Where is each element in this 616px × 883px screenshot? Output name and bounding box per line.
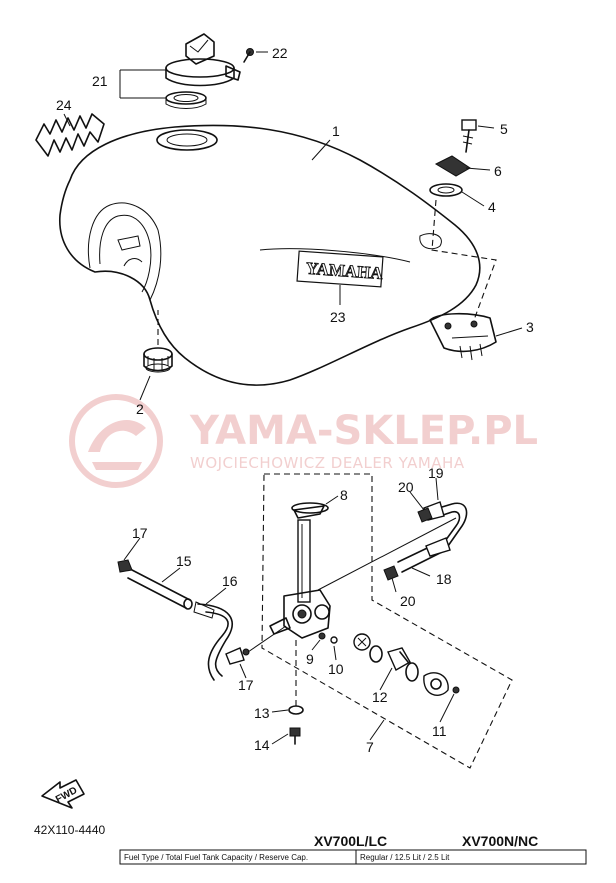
- callout-numbers: 1 2 3 4 5 6 7 8 9 10 11 12 13 14 15 16 1…: [56, 45, 534, 755]
- watermark-subtitle: WOJCIECHOWICZ DEALER YAMAHA: [190, 454, 465, 472]
- watermark: YAMA-SKLEP.PL WOJCIECHOWICZ DEALER YAMAH…: [69, 394, 538, 488]
- grommet-2: [143, 347, 173, 373]
- watermark-title: YAMA-SKLEP.PL: [189, 408, 538, 454]
- callout-21: 21: [92, 73, 108, 89]
- damper-4: [429, 183, 463, 197]
- tank-emblem-plate: [296, 250, 384, 288]
- fwd-arrow-icon: FWD: [41, 779, 85, 809]
- gasket-parts: [353, 633, 460, 696]
- tank-pad-24: [35, 113, 105, 157]
- clip-17b: [225, 647, 250, 665]
- model-left: XV700L/LC: [314, 833, 387, 849]
- clip-17a: [117, 559, 133, 573]
- callout-3: 3: [526, 319, 534, 335]
- callout-2: 2: [136, 401, 144, 417]
- callout-20a: 20: [398, 479, 414, 495]
- diagram-code: 42X110-4440: [34, 823, 106, 837]
- spec-table: [119, 849, 587, 865]
- callout-17b: 17: [238, 677, 254, 693]
- fuel-tank: YAMAHA: [59, 124, 481, 386]
- fuel-hose-18: [397, 537, 451, 573]
- drain-bolt-14: [289, 727, 301, 745]
- callout-23: 23: [330, 309, 346, 325]
- callout-8: 8: [340, 487, 348, 503]
- fuel-hose-16: [193, 601, 233, 681]
- callout-15: 15: [176, 553, 192, 569]
- filler-cap-21: [165, 33, 241, 109]
- washer-13: [288, 705, 304, 715]
- callout-10: 10: [328, 661, 344, 677]
- callout-24: 24: [56, 97, 72, 113]
- bracket-3: [429, 312, 497, 361]
- callout-20b: 20: [400, 593, 416, 609]
- callout-17a: 17: [132, 525, 148, 541]
- clip-20b: [383, 565, 399, 581]
- callout-19: 19: [428, 465, 444, 481]
- callout-18: 18: [436, 571, 452, 587]
- callout-1: 1: [332, 123, 340, 139]
- callout-6: 6: [494, 163, 502, 179]
- model-right: XV700N/NC: [462, 833, 538, 849]
- callout-11: 11: [432, 723, 447, 739]
- fwd-label: FWD: [54, 785, 79, 805]
- washer-6: [434, 155, 471, 177]
- callout-22: 22: [272, 45, 288, 61]
- callout-5: 5: [500, 121, 508, 137]
- oring-8: [291, 502, 329, 514]
- callout-9: 9: [306, 651, 314, 667]
- callout-7: 7: [366, 739, 374, 755]
- spec-left: Fuel Type / Total Fuel Tank Capacity / R…: [124, 853, 308, 862]
- clip-20a: [417, 507, 433, 523]
- leader-lines: [63, 51, 523, 745]
- fuel-hose-15: [127, 569, 193, 610]
- screw-10: [330, 636, 338, 644]
- callout-14: 14: [254, 737, 270, 753]
- watermark-logo-icon: [69, 394, 163, 488]
- callout-13: 13: [254, 705, 270, 721]
- spec-right: Regular / 12.5 Lit / 2.5 Lit: [360, 853, 450, 862]
- callout-12: 12: [372, 689, 388, 705]
- screw-22: [243, 48, 254, 63]
- watermark-logo-mark: [88, 420, 146, 452]
- footer: 42X110-4440 XV700L/LC XV700N/NC Fuel Typ…: [34, 823, 587, 865]
- screw-9: [318, 632, 326, 640]
- callout-16: 16: [222, 573, 238, 589]
- fuel-cock-7: [269, 502, 331, 639]
- callout-4: 4: [488, 199, 496, 215]
- bolt-5: [461, 119, 477, 153]
- fuel-hose-19: [423, 501, 468, 549]
